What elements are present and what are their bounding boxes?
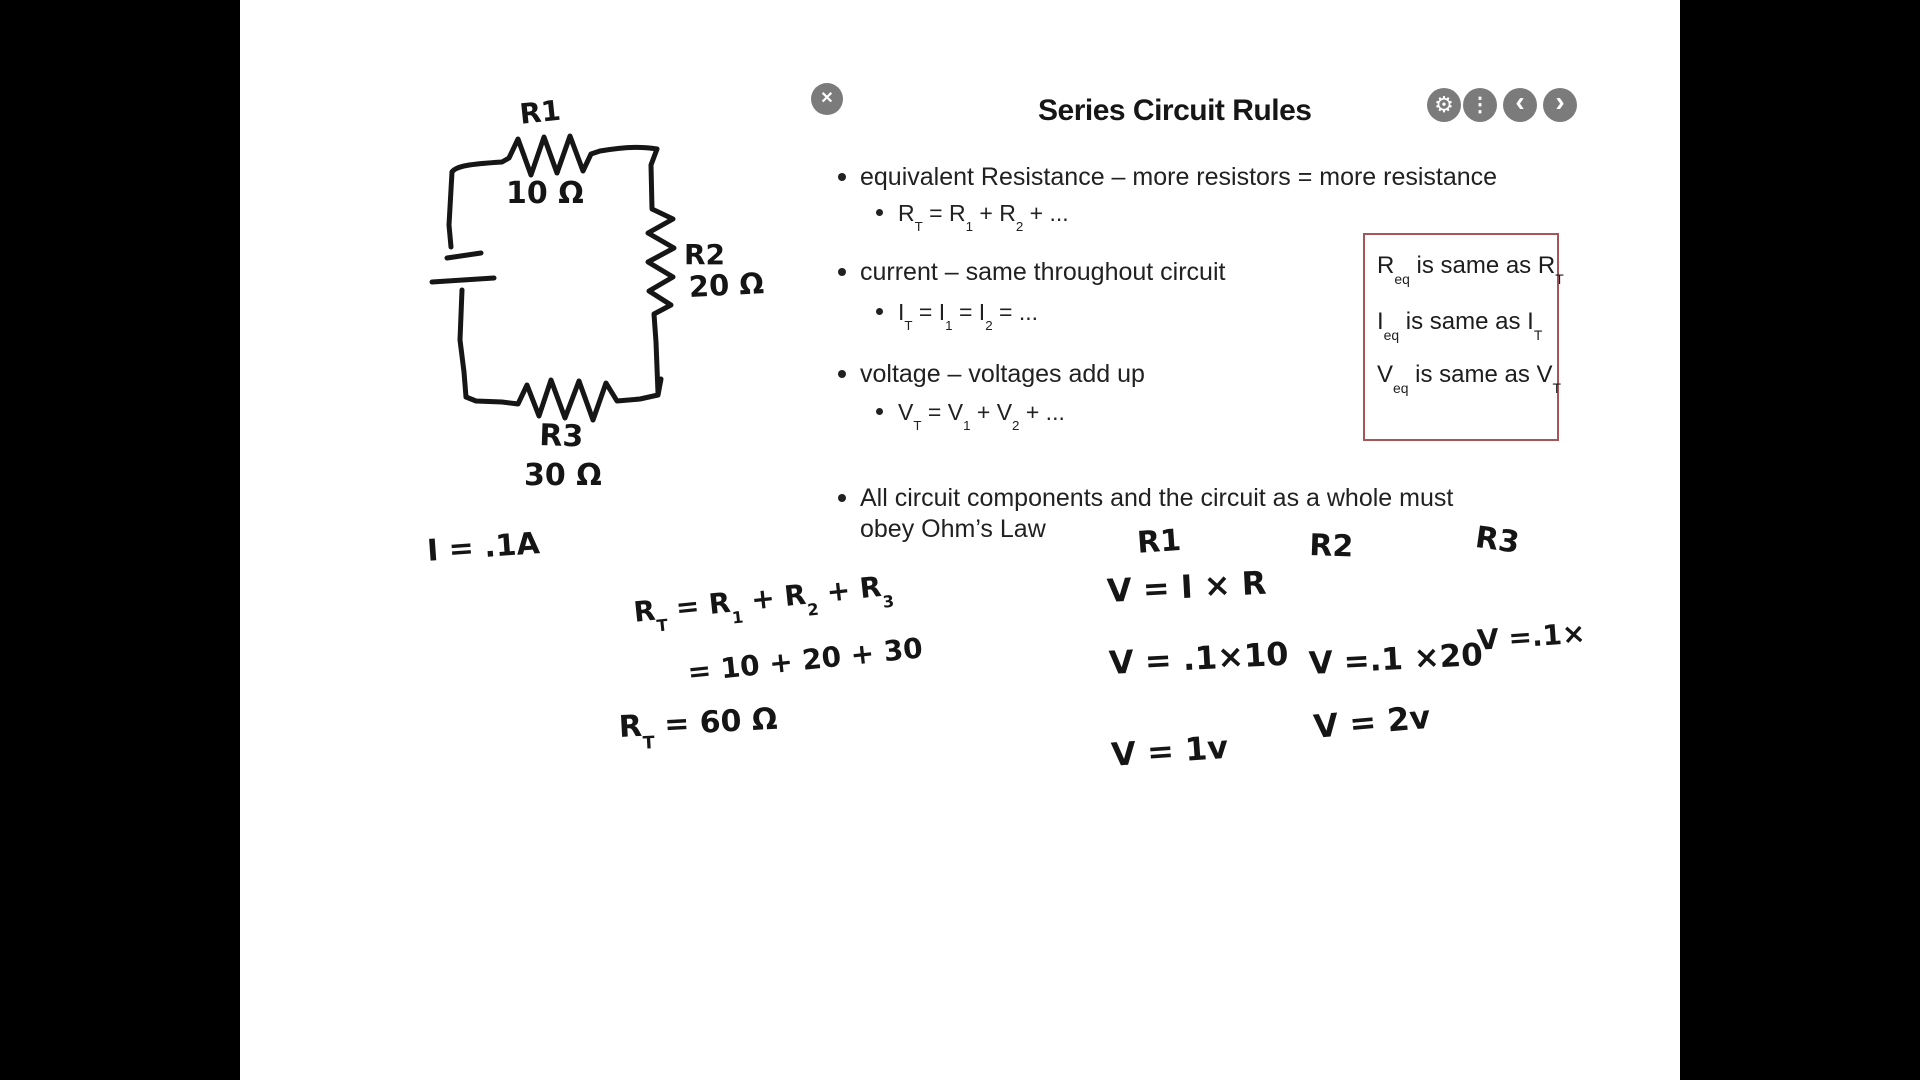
- close-icon: ✕: [820, 90, 834, 107]
- bullet-dot: [876, 209, 883, 216]
- note-req: Req is same as RT: [1377, 252, 1564, 287]
- next-slide-button[interactable]: ›: [1543, 88, 1577, 122]
- annotation-col2-result: V = 2v: [1312, 697, 1432, 746]
- annotation-col1-header: R1: [1136, 522, 1183, 561]
- circuit-lower-left-wire: [457, 287, 469, 400]
- annotation-current: I = .1A: [426, 526, 541, 569]
- sub-bullet-rt-formula: RT = R1 + R2 + ...: [876, 200, 1069, 233]
- battery-long-plate: [429, 275, 497, 285]
- bullet-dot: [838, 173, 846, 181]
- bullet-equivalent-resistance: equivalent Resistance – more resistors =…: [838, 163, 1497, 192]
- annotation-col1-result: V = 1v: [1110, 727, 1230, 774]
- circuit-r1-value: 10 Ω: [506, 176, 584, 211]
- annotation-rt-line1: RT = R1 + R2 + R3: [632, 569, 896, 636]
- circuit-r1-label: R1: [518, 93, 563, 131]
- settings-button[interactable]: ⚙: [1427, 88, 1461, 122]
- bullet-dot: [838, 494, 846, 502]
- circuit-r2-label: R2: [684, 238, 726, 271]
- note-ieq: Ieq is same as IT: [1377, 308, 1543, 343]
- circuit-r3-value: 30 Ω: [524, 458, 602, 493]
- letterbox-right: [1680, 0, 1920, 1080]
- bullet-dot: [838, 268, 846, 276]
- close-button[interactable]: ✕: [811, 83, 843, 115]
- note-veq: Veq is same as VT: [1377, 361, 1562, 396]
- chevron-right-icon: ›: [1555, 86, 1565, 117]
- annotation-col3-calc: V =.1×: [1476, 616, 1587, 657]
- gear-icon: ⚙: [1434, 92, 1454, 117]
- circuit-top-wire: [449, 133, 660, 178]
- circuit-r3-label: R3: [538, 418, 584, 455]
- bullet-dot: [876, 308, 883, 315]
- annotation-col1-calc: V = .1×10: [1108, 634, 1290, 682]
- bullet-voltage: voltage – voltages add up: [838, 360, 1145, 389]
- circuit-right-wire: [645, 146, 677, 396]
- bullet-current: current – same throughout circuit: [838, 258, 1225, 287]
- annotation-col3-header: R3: [1473, 520, 1522, 561]
- sub-bullet-it-formula: IT = I1 = I2 = ...: [876, 299, 1038, 332]
- bullet-dot: [876, 408, 883, 415]
- slide-title: Series Circuit Rules: [1038, 94, 1312, 127]
- chevron-left-icon: ‹: [1515, 86, 1525, 117]
- previous-slide-button[interactable]: ‹: [1503, 88, 1537, 122]
- bullet-ohms-law-line1: All circuit components and the circuit a…: [838, 484, 1453, 513]
- bullet-dot: [838, 370, 846, 378]
- whiteboard-canvas[interactable]: ✕ ⚙ ⋮ ‹ › Series Circuit Rules equivalen…: [240, 0, 1680, 1080]
- annotation-rt-line3: RT = 60 Ω: [618, 701, 779, 754]
- circuit-r2-value: 20 Ω: [688, 266, 765, 304]
- circuit-bottom-wire: [463, 376, 664, 423]
- sub-bullet-vt-formula: VT = V1 + V2 + ...: [876, 399, 1065, 432]
- circuit-upper-left-wire: [446, 169, 455, 250]
- annotation-rt-line2: = 10 + 20 + 30: [686, 631, 925, 689]
- annotation-col2-header: R2: [1308, 528, 1354, 565]
- letterbox-left: [0, 0, 240, 1080]
- more-options-button[interactable]: ⋮: [1463, 88, 1497, 122]
- equivalence-note-box: Req is same as RT Ieq is same as IT Veq …: [1363, 233, 1564, 441]
- bullet-ohms-law-line2: obey Ohm’s Law: [860, 515, 1046, 543]
- kebab-menu-icon: ⋮: [1470, 94, 1490, 116]
- annotation-ohms-law: V = I × R: [1106, 563, 1268, 610]
- battery-short-plate: [444, 250, 484, 261]
- annotation-col2-calc: V =.1 ×20: [1308, 636, 1484, 682]
